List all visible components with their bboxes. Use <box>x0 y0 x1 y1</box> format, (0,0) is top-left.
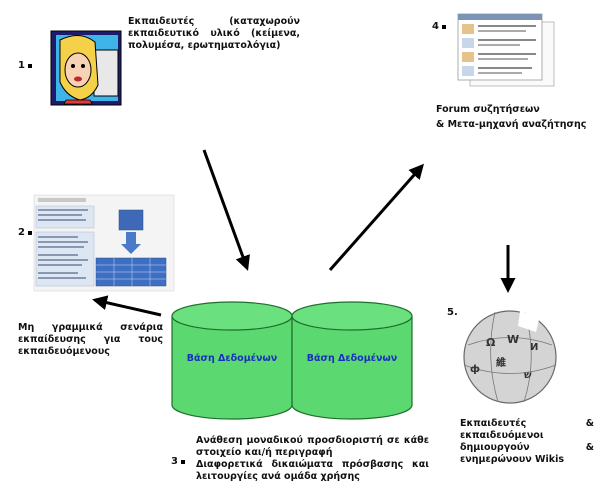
educator-description: Εκπαιδευτές (καταχωρούν εκπαιδευτικό υλι… <box>128 16 300 52</box>
text-line: Εκπαιδευτές (καταχωρούν <box>128 16 300 27</box>
text-line: & Μετα-μηχανή αναζήτησης <box>436 119 587 130</box>
item-number-2: 2 <box>18 227 25 238</box>
globe-glyph: W <box>507 333 519 346</box>
scenario-screenshot <box>33 194 175 292</box>
globe-glyph: ф <box>470 363 480 375</box>
arrow-db-to-scenarios <box>92 295 162 317</box>
text-line: Διαφορετικά δικαιώματα πρόσβασης και <box>196 459 429 470</box>
wikipedia-globe-icon: Ω W И 維 ф ש <box>463 310 557 404</box>
database-features-description: Ανάθεση μοναδικού προσδιοριστή σε κάθε σ… <box>196 435 429 483</box>
text-line: ενημερώνουν Wikis <box>460 454 565 465</box>
database-cylinder-2 <box>291 301 413 420</box>
bullet-square <box>442 25 446 29</box>
database-label: Βάση Δεδομένων <box>307 353 398 364</box>
scenarios-description: Μη γραμμικά σενάρια εκπαίδευσης για τους… <box>18 322 163 358</box>
item-number-5: 5. <box>447 307 458 318</box>
forum-description: Forum συζητήσεων & Μετα-μηχανή αναζήτηση… <box>436 104 596 131</box>
bullet-square <box>181 460 185 464</box>
arrow-db-to-forum <box>328 163 424 271</box>
bullet-square <box>28 231 32 235</box>
educator-illustration <box>50 30 122 106</box>
text-line: Μη γραμμικά σενάρια <box>18 322 163 333</box>
item-number-4: 4 <box>432 21 439 32</box>
text-line: Εκπαιδευτές & <box>460 418 594 429</box>
text-line: πολυμέσα, ερωτηματολόγια) <box>128 40 281 51</box>
text-line: εκπαιδευόμενοι <box>460 430 544 441</box>
bullet-square <box>28 64 32 68</box>
globe-glyph: Ω <box>486 336 496 349</box>
globe-glyph: 維 <box>496 356 506 369</box>
text-line: εκπαιδευόμενους <box>18 346 110 357</box>
text-line: δημιουργούν & <box>460 442 594 453</box>
forum-screenshots <box>457 13 555 87</box>
text-line: στοιχείο και/ή περιγραφή <box>196 447 333 458</box>
text-line: Ανάθεση μοναδικού προσδιοριστή σε κάθε <box>196 435 429 446</box>
database-cylinder-1 <box>171 301 293 420</box>
arrow-educator-to-db <box>202 149 250 271</box>
globe-glyph: ש <box>524 370 532 381</box>
text-line: εκπαιδευτικό υλικό (κείμενα, <box>128 28 300 39</box>
item-number-3: 3 <box>171 456 178 467</box>
item-number-1: 1 <box>18 60 25 71</box>
globe-glyph: И <box>530 342 538 353</box>
text-line: Forum συζητήσεων <box>436 104 540 115</box>
text-line: λειτουργίες ανά ομάδα χρήσης <box>196 471 360 482</box>
text-line: εκπαίδευσης για τους <box>18 334 163 345</box>
wiki-description: Εκπαιδευτές & εκπαιδευόμενοι δημιουργούν… <box>460 418 594 466</box>
database-label: Βάση Δεδομένων <box>187 353 278 364</box>
